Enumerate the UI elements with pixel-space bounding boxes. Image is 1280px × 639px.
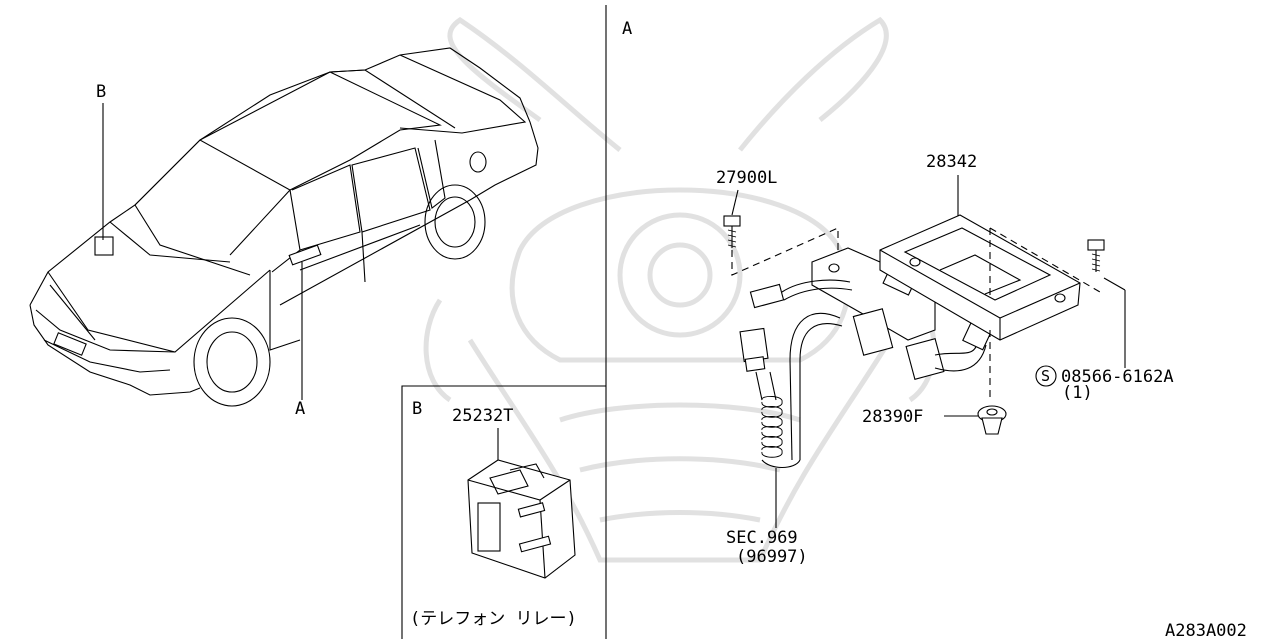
screw-symbol-icon xyxy=(1035,365,1057,387)
screw-08566 xyxy=(1087,239,1105,272)
telephone-control-unit-28342 xyxy=(879,214,1081,341)
part-25232t-caption: (テレフォン リレー) xyxy=(410,609,577,629)
diagram-code: A283A002 xyxy=(1165,621,1247,639)
part-28342-label: 28342 xyxy=(926,152,977,172)
coiled-cord xyxy=(739,312,843,469)
bolt-27900l-guide xyxy=(731,227,839,276)
callout-a-label: A xyxy=(295,399,305,419)
unit-28342-guide xyxy=(989,227,1101,400)
part-08566-symbol: S xyxy=(1041,367,1050,385)
panel-a-title: A xyxy=(622,19,632,39)
part-27900l-label: 27900L xyxy=(716,168,777,188)
part-27900l-leader xyxy=(731,189,739,216)
clip-28390f xyxy=(977,405,1007,435)
part-25232t-label: 25232T xyxy=(452,406,513,426)
telephone-relay xyxy=(467,459,576,579)
car-illustration xyxy=(29,47,539,407)
bolt-27900l xyxy=(723,215,741,248)
callout-b-label: B xyxy=(96,82,106,102)
inset-b-frame xyxy=(401,385,606,639)
part-08566-label: 08566-6162A xyxy=(1061,367,1174,387)
part-28390f-label: 28390F xyxy=(862,407,923,427)
part-08566-leader xyxy=(1103,277,1126,291)
sec969-label: SEC.969 xyxy=(726,528,798,548)
part-08566-qty: (1) xyxy=(1062,383,1093,403)
inset-b-title: B xyxy=(412,399,422,419)
sec969-ref: (96997) xyxy=(736,547,808,567)
